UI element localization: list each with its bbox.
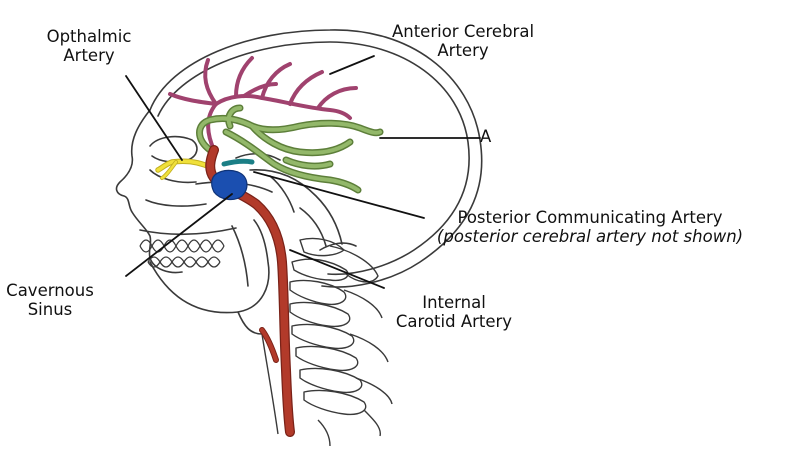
label-anterior-cerebral-artery: Anterior Cerebral Artery [366,22,560,60]
label-internal-carotid-line1: Internal [422,293,486,312]
leader-line-posterior-communicating [253,171,425,219]
cervical-spine [261,237,393,447]
posterior-communicating-artery [221,158,255,167]
label-cavernous-line2: Sinus [27,300,73,319]
label-internal-carotid-line2: Carotid Artery [395,312,513,331]
anterior-cerebral-artery [168,56,358,152]
label-posterior-communicating-note: (posterior cerebral artery not shown) [436,227,744,246]
label-internal-carotid-artery: Internal Carotid Artery [376,293,532,331]
label-posterior-communicating-artery: Posterior Communicating Artery (posterio… [416,208,764,246]
leader-line-cavernous [125,193,233,277]
leader-line-anterior-cerebral [329,55,375,75]
label-marker-a: A [480,127,491,146]
skull-outline [115,29,483,335]
label-marker-a-text: A [480,127,492,146]
middle-cerebral-artery [196,104,384,194]
ophthalmic-artery [155,158,215,180]
teeth [139,239,225,268]
label-anterior-cerebral-line2: Artery [437,41,489,60]
label-opthalmic-line2: Artery [63,46,115,65]
leader-line-opthalmic [125,75,183,161]
cavernous-sinus [211,169,248,201]
leader-line-internal-carotid [289,249,385,289]
label-cavernous-sinus: Cavernous Sinus [4,281,96,319]
leader-lines [125,55,481,289]
label-anterior-cerebral-line1: Anterior Cerebral [391,22,535,41]
label-opthalmic-line1: Opthalmic [46,27,132,46]
label-opthalmic-artery: Opthalmic Artery [34,27,144,65]
label-posterior-communicating-line1: Posterior Communicating Artery [457,208,723,227]
label-cavernous-line1: Cavernous [6,281,94,300]
